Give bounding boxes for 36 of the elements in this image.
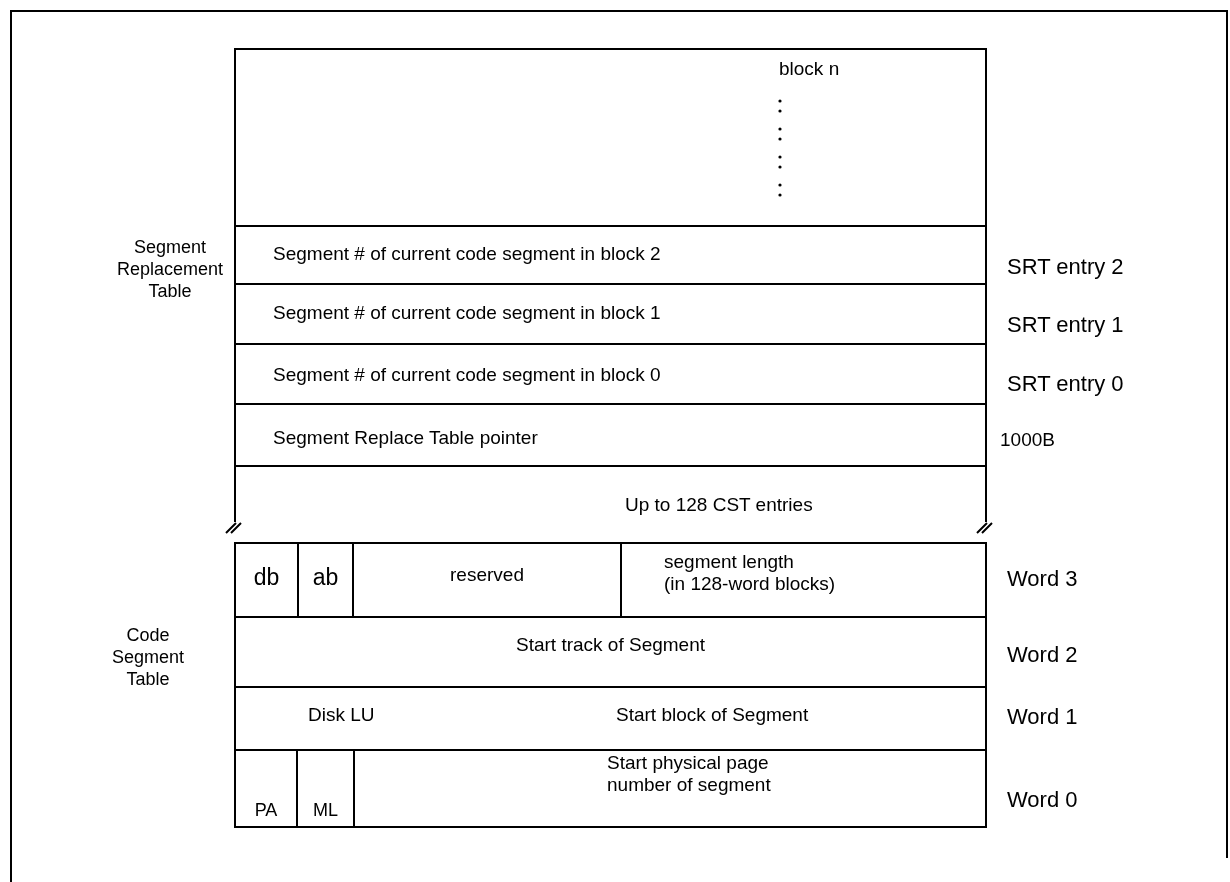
field-label: PA <box>253 799 279 821</box>
offset-label: Word 0 <box>1007 789 1079 811</box>
field-label: Start physical page number of segment <box>607 752 772 796</box>
table-name: Segment Replacement Table <box>115 236 225 302</box>
field-label: ab <box>311 566 340 588</box>
field-label: Segment # of current code segment in block 2 <box>273 243 662 265</box>
table-field <box>234 283 987 345</box>
table-field <box>234 686 987 751</box>
offset-label: SRT entry 1 <box>1007 314 1125 336</box>
offset-label: SRT entry 0 <box>1007 373 1125 395</box>
table-field <box>234 225 987 285</box>
table-field <box>234 616 987 688</box>
field-label: Start block of Segment <box>616 704 810 726</box>
field-label: block n <box>779 58 841 80</box>
table-field <box>234 343 987 405</box>
address-label: 1000B <box>1000 429 1056 451</box>
table-name: Code Segment Table <box>110 624 185 690</box>
field-label: Segment Replace Table pointer <box>273 427 539 449</box>
field-row <box>234 749 987 828</box>
offset-label: Word 2 <box>1007 644 1079 666</box>
field-label: Segment # of current code segment in block 0 <box>273 364 662 386</box>
field-row <box>234 542 987 618</box>
table-field <box>234 465 987 522</box>
field-label: ML <box>312 799 339 821</box>
field-label: reserved <box>449 564 525 586</box>
field-label: Start track of Segment <box>515 634 706 656</box>
field-label: segment length (in 128-word blocks) <box>664 551 837 595</box>
field-label: Up to 128 CST entries <box>625 494 814 516</box>
field-label: db <box>252 566 281 588</box>
field-label: Segment # of current code segment in block 1 <box>273 302 662 324</box>
offset-label: Word 3 <box>1007 568 1079 590</box>
offset-label: Word 1 <box>1007 706 1079 728</box>
table-field <box>234 48 987 227</box>
field-label: Disk LU <box>308 704 376 726</box>
table-field <box>234 403 987 467</box>
offset-label: SRT entry 2 <box>1007 256 1125 278</box>
